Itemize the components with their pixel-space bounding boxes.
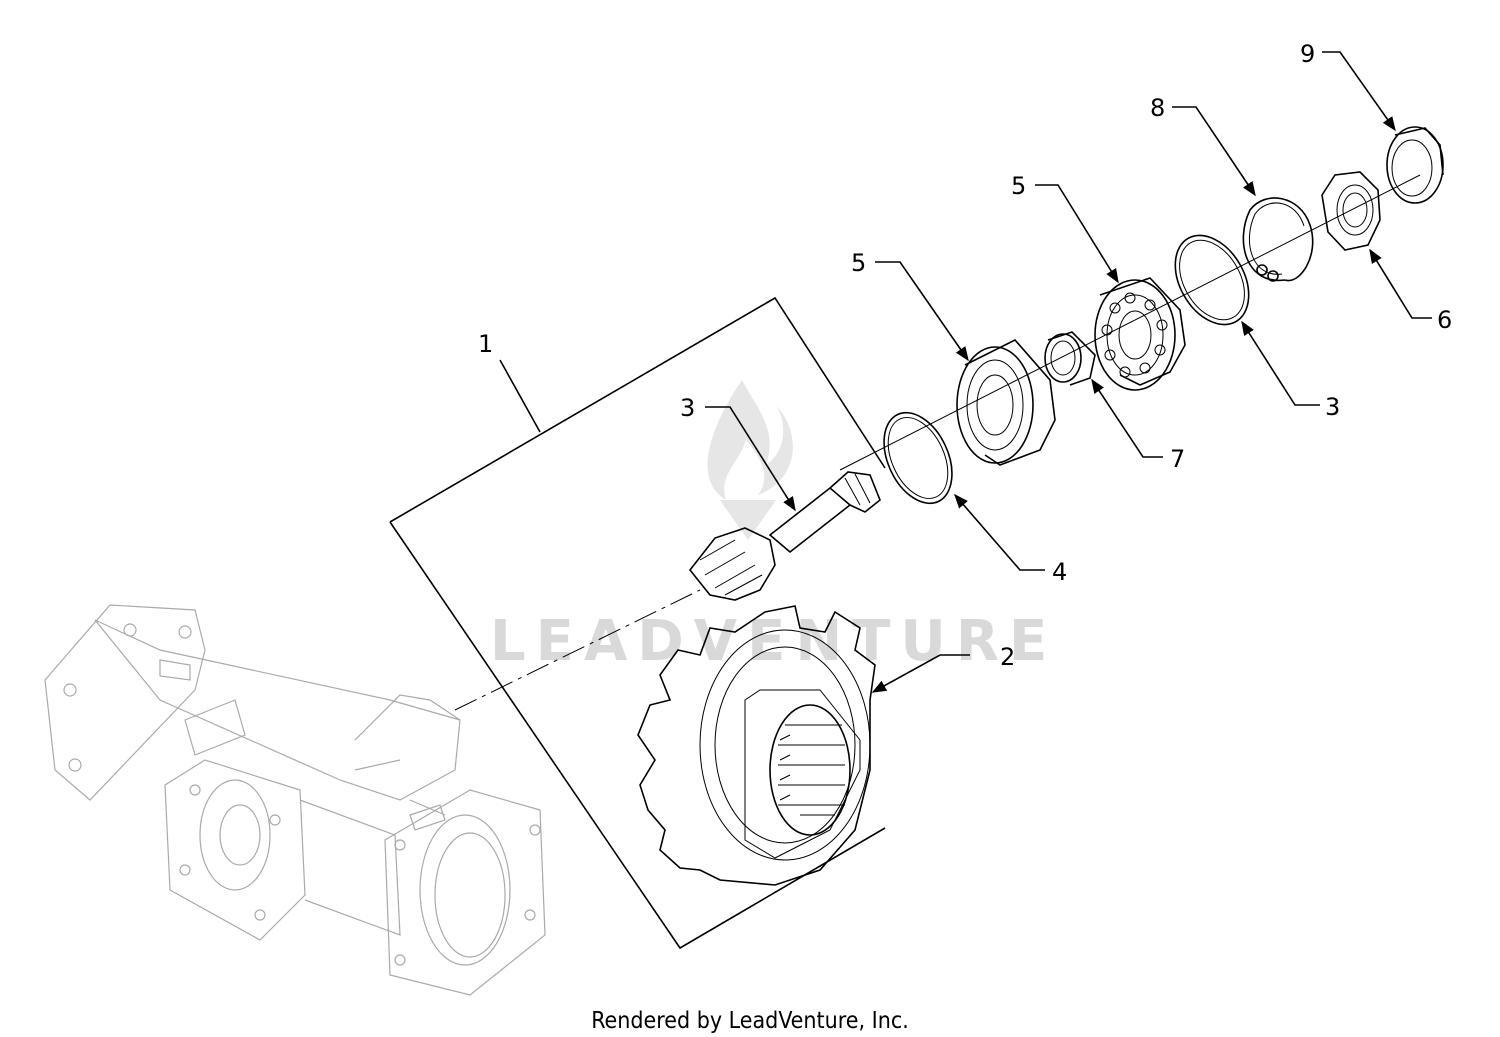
leader-2 bbox=[871, 654, 970, 693]
hex-nut bbox=[1321, 171, 1381, 251]
axle-housing-ghost bbox=[44, 604, 546, 996]
leader-8 bbox=[1172, 106, 1256, 197]
bearing-right bbox=[1094, 277, 1186, 391]
leader-lines bbox=[499, 51, 1432, 693]
callout-1: 1 bbox=[478, 330, 493, 358]
snap-ring-large bbox=[883, 411, 953, 505]
leader-6 bbox=[1369, 248, 1432, 319]
leader-7 bbox=[1091, 378, 1163, 458]
assembly-centerline bbox=[454, 589, 701, 711]
watermark-text: LEADVENTURE bbox=[490, 609, 1057, 674]
leader-5a bbox=[875, 261, 969, 362]
leader-4 bbox=[954, 493, 1045, 571]
pinion-shaft bbox=[688, 471, 881, 601]
callout-3-left: 3 bbox=[680, 394, 695, 422]
leader-9 bbox=[1322, 51, 1396, 132]
leadventure-watermark: LEADVENTURE bbox=[490, 380, 1057, 674]
snap-ring-medium bbox=[1174, 234, 1250, 326]
assembly-axis bbox=[839, 174, 1421, 471]
bearing-left bbox=[956, 339, 1056, 466]
ring-gear bbox=[637, 605, 876, 886]
callout-5-right: 5 bbox=[1011, 172, 1026, 200]
bearing-sleeve bbox=[1044, 331, 1096, 386]
leader-3b bbox=[1241, 320, 1320, 406]
callout-6: 6 bbox=[1437, 306, 1452, 334]
retaining-ring bbox=[1242, 197, 1314, 282]
callout-3-right: 3 bbox=[1325, 393, 1340, 421]
callout-5-left: 5 bbox=[851, 249, 866, 277]
callout-2: 2 bbox=[1000, 643, 1015, 671]
leader-5b bbox=[1035, 184, 1119, 284]
leader-3a bbox=[705, 406, 796, 512]
callout-4: 4 bbox=[1052, 558, 1067, 586]
footer-credit: Rendered by LeadVenture, Inc. bbox=[591, 1008, 909, 1034]
callout-9: 9 bbox=[1300, 40, 1315, 68]
callout-7: 7 bbox=[1170, 445, 1185, 473]
kit-bracket bbox=[389, 296, 886, 950]
callout-8: 8 bbox=[1150, 94, 1165, 122]
leader-1 bbox=[499, 359, 541, 433]
seal bbox=[1386, 126, 1444, 204]
